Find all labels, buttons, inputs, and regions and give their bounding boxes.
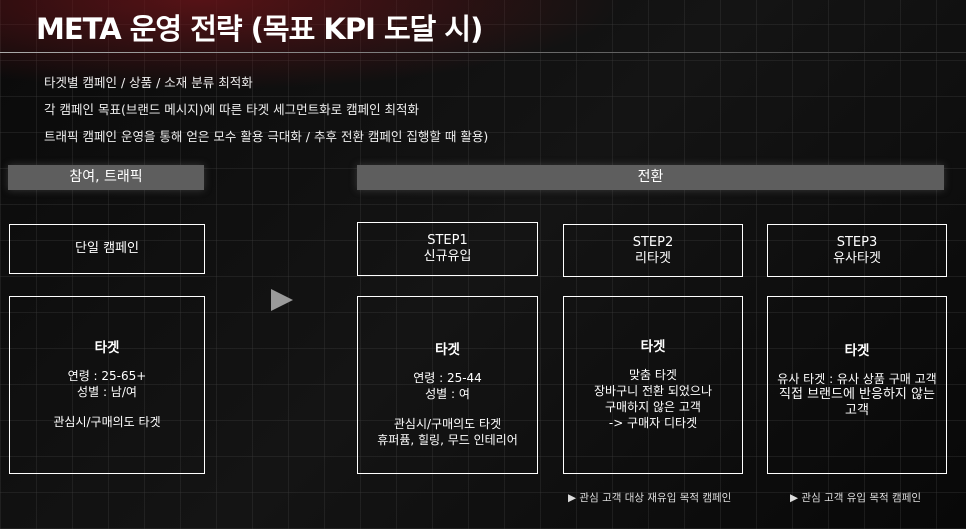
step3-label: STEP3 xyxy=(836,234,878,250)
title-divider xyxy=(0,52,966,53)
target-interest: 관심시/구매의도 타겟 xyxy=(53,415,161,429)
target-detail: 휴퍼퓸, 힐링, 무드 인테리어 xyxy=(377,433,518,447)
step2-name: 리타겟 xyxy=(635,250,671,266)
step2-target-box: 타겟 맞춤 타겟 장바구니 전환 되었으나 구매하지 않은 고객 -> 구매자 … xyxy=(563,296,743,474)
target-line-2: 장바구니 전환 되었으나 xyxy=(593,384,713,398)
target-gender: 성별 : 여 xyxy=(425,387,470,401)
single-campaign-label: 단일 캠페인 xyxy=(75,241,139,256)
bullet-2: 각 캠페인 목표(브랜드 메시지)에 따른 타겟 세그먼트화로 캠페인 최적화 xyxy=(44,102,420,117)
step3-note: ▶ 관심 고객 유입 목적 캠페인 xyxy=(790,492,922,504)
target-age: 연령 : 25-44 xyxy=(413,371,482,385)
target-line-4: -> 구매자 디타겟 xyxy=(608,416,698,430)
target-title: 타겟 xyxy=(94,340,120,356)
bullet-3: 트래픽 캠페인 운영을 통해 얻은 모수 활용 극대화 / 추후 전환 캠페인 … xyxy=(44,129,489,144)
step1-name: 신규유입 xyxy=(423,249,472,264)
page-title: META 운영 전략 (목표 KPI 도달 시) xyxy=(36,12,483,46)
bullet-1: 타겟별 캠페인 / 상품 / 소재 분류 최적화 xyxy=(44,75,253,90)
target-title: 타겟 xyxy=(844,343,870,359)
target-line-1: 맞춤 타겟 xyxy=(629,368,677,382)
target-title: 타겟 xyxy=(435,342,460,358)
step1-label: STEP1 xyxy=(427,233,468,248)
step2-box: STEP2 리타겟 xyxy=(563,224,743,277)
target-gender: 성별 : 남/여 xyxy=(77,385,137,399)
target-interest: 관심시/구매의도 타겟 xyxy=(393,417,502,431)
step2-note: ▶ 관심 고객 대상 재유입 목적 캠페인 xyxy=(568,492,732,504)
target-line-2: 직접 브랜드에 반응하지 않는 xyxy=(779,387,935,402)
single-campaign-box: 단일 캠페인 xyxy=(9,224,205,274)
target-line-1: 유사 타겟 : 유사 상품 구매 고객 xyxy=(777,372,937,386)
step3-box: STEP3 유사타겟 xyxy=(767,224,947,277)
section-conversion: 전환 xyxy=(357,165,944,190)
step3-target-box: 타겟 유사 타겟 : 유사 상품 구매 고객 직접 브랜드에 반응하지 않는 고… xyxy=(767,296,947,474)
step1-target-box: 타겟 연령 : 25-44 성별 : 여 관심시/구매의도 타겟 휴퍼퓸, 힐링… xyxy=(357,296,538,474)
step2-label: STEP2 xyxy=(632,234,674,250)
step1-box: STEP1 신규유입 xyxy=(357,222,538,276)
target-title: 타겟 xyxy=(640,339,666,355)
target-age: 연령 : 25-65+ xyxy=(67,369,147,383)
single-target-box: 타겟 연령 : 25-65+ 성별 : 남/여 관심시/구매의도 타겟 xyxy=(9,296,205,474)
step3-name: 유사타겟 xyxy=(833,250,881,266)
section-engagement-traffic: 참여, 트래픽 xyxy=(8,165,204,190)
target-line-3: 구매하지 않은 고객 xyxy=(605,400,701,414)
target-line-3: 고객 xyxy=(845,403,869,418)
arrow-right-icon xyxy=(271,289,293,311)
